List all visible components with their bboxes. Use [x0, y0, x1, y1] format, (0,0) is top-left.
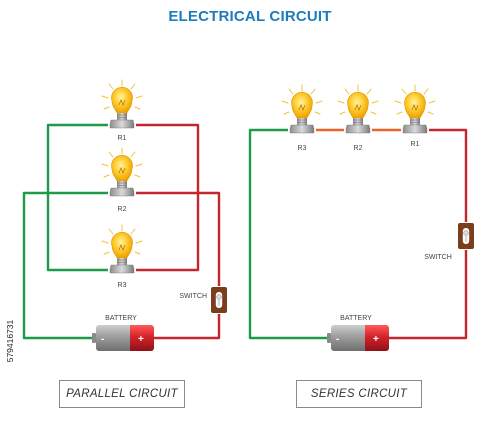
- battery-plus-sign: +: [138, 334, 144, 345]
- bulb-icon: [101, 224, 143, 274]
- bulb-label-r1: R1: [118, 135, 127, 142]
- switch-icon: [210, 286, 228, 314]
- switch-label: SWITCH: [179, 293, 207, 300]
- battery-minus-sign: -: [336, 334, 339, 345]
- parallel-wires: [22, 123, 221, 340]
- series-wires: [248, 128, 468, 340]
- battery-label: BATTERY: [340, 315, 372, 322]
- bulb-icon: [394, 84, 436, 134]
- series-circuit: R3 R2 R1 SWITCH BATTERY - +: [248, 84, 475, 351]
- switch-icon: [457, 222, 475, 250]
- switch-label: SWITCH: [424, 254, 452, 261]
- series-circuit-caption: SERIES CIRCUIT: [296, 380, 422, 408]
- bulb-label-r2: R2: [118, 206, 127, 213]
- bulb-icon: [337, 84, 379, 134]
- parallel-circuit-caption: PARALLEL CIRCUIT: [59, 380, 185, 408]
- bulb-label-r3: R3: [118, 282, 127, 289]
- bulb-label-r2: R2: [354, 145, 363, 152]
- bulb-icon: [101, 79, 143, 129]
- bulb-icon: [281, 84, 323, 134]
- battery-minus-sign: -: [101, 334, 104, 345]
- parallel-circuit: R1 R2 R3 SWITCH BATTERY - +: [22, 79, 228, 351]
- diagram-title: ELECTRICAL CIRCUIT: [168, 8, 332, 25]
- bulb-label-r1: R1: [411, 141, 420, 148]
- bulb-icon: [101, 147, 143, 197]
- battery-label: BATTERY: [105, 315, 137, 322]
- bulb-label-r3: R3: [298, 145, 307, 152]
- side-id-text: 579416731: [5, 319, 15, 363]
- battery-plus-sign: +: [373, 334, 379, 345]
